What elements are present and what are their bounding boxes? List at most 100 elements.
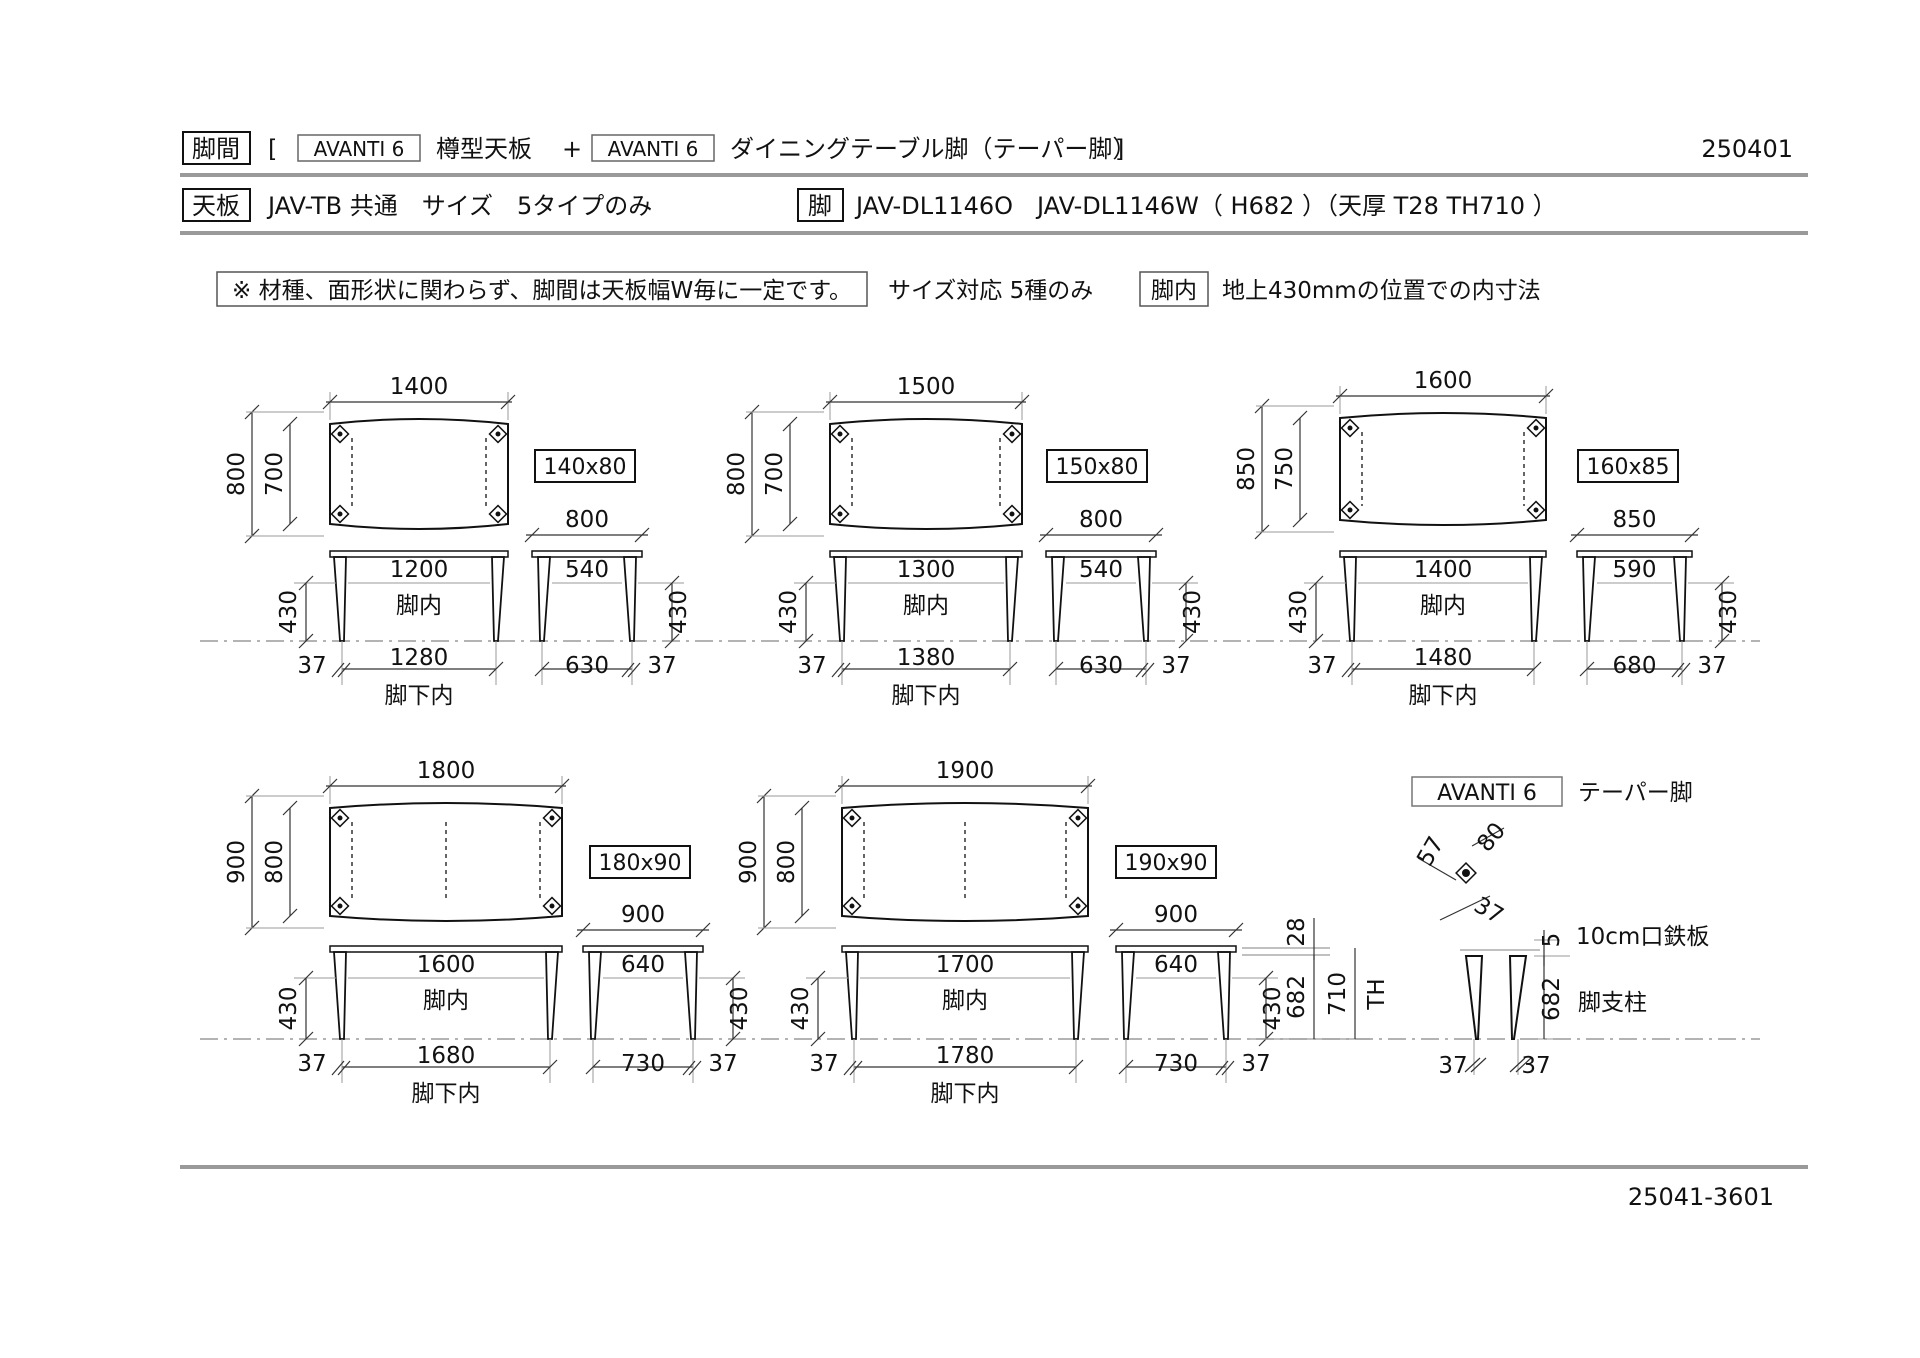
dim-floor-width-text: 1780 xyxy=(936,1043,995,1069)
dim-tick xyxy=(1178,575,1194,591)
leg-side-right xyxy=(1673,556,1687,642)
dim-top-depth-text: 750 xyxy=(1272,447,1298,491)
floor-inner-label: 脚下内 xyxy=(1409,683,1478,709)
dim-tick xyxy=(1135,662,1149,678)
leg-front-right xyxy=(545,951,559,1040)
leg-plate-icon xyxy=(1526,418,1546,438)
floor-inner-label: 脚下内 xyxy=(412,1081,481,1107)
leg-bolt-icon xyxy=(495,431,501,437)
dim-28: 28 xyxy=(1284,917,1310,946)
leg-plate-icon xyxy=(542,808,562,828)
floor-inner-label: 脚下内 xyxy=(931,1081,1000,1107)
dim-floor-depth-text: 680 xyxy=(1613,653,1657,679)
inner-label: 脚内 xyxy=(903,593,949,619)
dim-80: 80 xyxy=(1472,818,1511,857)
dim-tick xyxy=(322,394,338,410)
dim-top-width-text: 1600 xyxy=(1414,368,1473,394)
leg-plate-icon xyxy=(330,424,350,444)
dim-floor-depth-text: 730 xyxy=(621,1051,665,1077)
dim-leg-37-right: 37 xyxy=(1697,653,1726,679)
bracket-close: ] xyxy=(1115,135,1124,163)
dim-tick xyxy=(1569,527,1585,543)
leg-plate-icon xyxy=(1340,500,1360,520)
leg-bolt-icon xyxy=(837,431,843,437)
doc-number: 25041-3601 xyxy=(1628,1183,1774,1211)
dim-tick xyxy=(831,662,845,678)
dim-tick xyxy=(1292,512,1308,528)
tag-box-2 xyxy=(182,188,251,222)
dim-top-depth-text: 800 xyxy=(262,840,288,884)
dim-tick xyxy=(554,778,570,794)
dim-side-width-text: 900 xyxy=(621,902,665,928)
leg-plate-icon xyxy=(1068,896,1088,916)
tag-legspace: 脚間 xyxy=(192,135,240,163)
dim-inner-depth-text: 640 xyxy=(1154,952,1198,978)
floor-inner-label: 脚下内 xyxy=(892,683,961,709)
dim-leg-37-left: 37 xyxy=(797,653,826,679)
dim-tick xyxy=(810,1031,826,1047)
dim-tick xyxy=(1221,1060,1235,1076)
dim-430-text: 430 xyxy=(276,590,302,634)
dim-430-side-text: 430 xyxy=(666,590,692,634)
dim-top-depth-text: 800 xyxy=(774,840,800,884)
leg-plate-icon xyxy=(488,424,508,444)
dim-leg-37-right: 37 xyxy=(647,653,676,679)
dim-tick xyxy=(1684,527,1700,543)
dim-tick xyxy=(1714,633,1730,649)
dim-leg-37-left: 37 xyxy=(297,1051,326,1077)
dim-top-width-text: 1400 xyxy=(390,374,449,400)
dim-floor-depth-text: 630 xyxy=(565,653,609,679)
size-label: 160x85 xyxy=(1586,455,1669,480)
dim-side-width-text: 800 xyxy=(565,507,609,533)
dim-430-text: 430 xyxy=(276,987,302,1031)
inner-label: 脚内 xyxy=(1420,593,1466,619)
dim-tick xyxy=(298,575,314,591)
table-top-plan xyxy=(829,418,1023,530)
leg-plate-icon xyxy=(542,896,562,916)
leg-bolt-icon xyxy=(1533,507,1539,513)
leg-bolt-icon xyxy=(549,815,555,821)
dim-tick xyxy=(664,633,680,649)
leg-side-left xyxy=(1582,556,1596,642)
dim-tick xyxy=(1038,527,1054,543)
leg-front-left xyxy=(333,951,347,1040)
dim-top-depth-text: 700 xyxy=(262,452,288,496)
dim-floor-depth-text: 630 xyxy=(1079,653,1123,679)
avanti-label-b: AVANTI 6 xyxy=(608,137,699,161)
leg-spec: JAV-DL1146O JAV-DL1146W（ H682 ）（天厚 T28 T… xyxy=(854,192,1557,220)
dim-leg-37-right: 37 xyxy=(1161,653,1190,679)
dim-37-top: 37 xyxy=(1469,892,1507,929)
dim-tick xyxy=(1579,661,1595,677)
dim-tick xyxy=(298,633,314,649)
leg-name: ダイニングテーブル脚（テーパー脚） xyxy=(730,135,1136,163)
dim-tick xyxy=(849,1060,863,1076)
dim-tick xyxy=(794,800,810,816)
dim-inner-depth-text: 540 xyxy=(565,557,609,583)
dim-tick xyxy=(282,908,298,924)
dim-430-text: 430 xyxy=(776,590,802,634)
leg-side-right xyxy=(1508,955,1528,1040)
leg-side-left xyxy=(1464,955,1484,1040)
dim-outer-depth-text: 800 xyxy=(224,452,250,496)
dim-bottom-37-right: 37 xyxy=(1521,1053,1550,1079)
tabletop-front xyxy=(329,550,509,558)
dim-top-depth-text: 700 xyxy=(762,452,788,496)
size-label: 180x90 xyxy=(598,851,681,876)
note-text: ※ 材種、面形状に関わらず、脚間は天板幅W毎に一定です。 xyxy=(232,278,852,304)
dim-floor-depth-text: 730 xyxy=(1154,1051,1198,1077)
dim-plate-5: 5 xyxy=(1539,933,1565,948)
leg-bolt-icon xyxy=(1075,903,1081,909)
dim-th: TH xyxy=(1364,978,1390,1010)
leg-plate-icon xyxy=(830,424,850,444)
dim-tick xyxy=(488,661,504,677)
tabletop-front xyxy=(829,550,1023,558)
plate-text: 10cm口鉄板 xyxy=(1576,924,1709,950)
dim-tick xyxy=(782,516,798,532)
dim-inner-depth-text: 590 xyxy=(1613,557,1657,583)
leg-front-left xyxy=(845,951,859,1040)
dim-tick xyxy=(1526,661,1542,677)
leg-bolt-icon xyxy=(337,903,343,909)
